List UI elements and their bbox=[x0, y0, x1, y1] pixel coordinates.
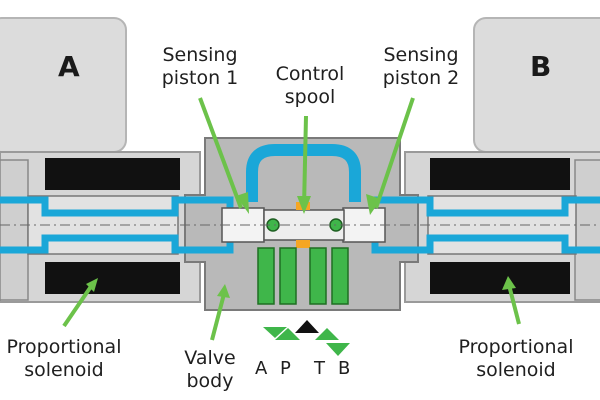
proportional-solenoid-left-label: Proportional solenoid bbox=[0, 336, 134, 382]
port-label-b: B bbox=[338, 358, 351, 379]
proportional-solenoid-left-line-2: solenoid bbox=[24, 359, 104, 381]
left-coil-top bbox=[45, 158, 180, 190]
left-side-plate bbox=[0, 159, 29, 301]
control-spool-line-1: Control bbox=[275, 63, 345, 85]
right-side-plate bbox=[574, 159, 600, 301]
proportional-solenoid-right-line-1: Proportional bbox=[458, 336, 574, 358]
left-coil-bottom bbox=[45, 262, 180, 294]
sensing-piston-1-label: Sensing piston 1 bbox=[150, 44, 250, 90]
control-spool-label: Control spool bbox=[265, 63, 355, 109]
port-channel-b bbox=[331, 247, 349, 305]
port-arrow-p bbox=[275, 328, 300, 340]
arrow-right-solenoid bbox=[507, 284, 521, 325]
sensing-piston-2-line-1: Sensing bbox=[383, 44, 459, 66]
port-arrow-t2 bbox=[315, 328, 339, 340]
solenoid-b-label: B bbox=[530, 50, 552, 83]
arrow-sensing-piston-2 bbox=[374, 97, 415, 209]
solenoid-a-label: A bbox=[58, 50, 80, 83]
port-label-p: P bbox=[280, 358, 291, 379]
port-arrow-b bbox=[326, 343, 350, 356]
sensing-piston-2-line-2: piston 2 bbox=[382, 67, 460, 89]
arrow-left-solenoid bbox=[62, 283, 94, 328]
port-channel-p bbox=[279, 247, 297, 305]
arrow-sensing-piston-1 bbox=[198, 97, 243, 209]
port-label-a: A bbox=[255, 358, 268, 379]
proportional-solenoid-right-line-2: solenoid bbox=[476, 359, 556, 381]
sensing-piston-1-line-1: Sensing bbox=[162, 44, 238, 66]
port-channel-a bbox=[257, 247, 275, 305]
solenoid-b-housing bbox=[473, 17, 600, 153]
spool-land-bottom bbox=[296, 240, 310, 248]
port-channel-t bbox=[309, 247, 327, 305]
port-label-t: T bbox=[314, 358, 325, 379]
arrowhead-right-solenoid bbox=[502, 276, 516, 290]
left-armature bbox=[27, 195, 179, 255]
callout-arrows bbox=[62, 97, 521, 341]
right-coil-bottom bbox=[430, 262, 570, 294]
right-coil-top bbox=[430, 158, 570, 190]
valve-body-line-2: body bbox=[186, 370, 234, 392]
solenoid-a-housing bbox=[0, 17, 127, 153]
valve-body-label: Valve body bbox=[178, 347, 242, 393]
arrowhead-sensing-piston-2 bbox=[366, 194, 381, 215]
sensing-piston-1-line-2: piston 1 bbox=[161, 67, 239, 89]
arrowhead-left-solenoid bbox=[86, 278, 98, 292]
port-arrow-t bbox=[295, 320, 319, 333]
arrowhead-sensing-piston-1 bbox=[236, 192, 249, 214]
arrow-control-spool bbox=[302, 115, 308, 209]
valve-body-line-1: Valve bbox=[184, 347, 236, 369]
sensing-piston-2-label: Sensing piston 2 bbox=[366, 44, 476, 90]
control-spool-line-2: spool bbox=[284, 86, 336, 108]
arrow-valve-body bbox=[210, 293, 226, 341]
proportional-solenoid-right-label: Proportional solenoid bbox=[446, 336, 586, 382]
arrowhead-control-spool bbox=[297, 196, 311, 214]
arrowhead-valve-body bbox=[217, 284, 230, 298]
proportional-solenoid-left-line-1: Proportional bbox=[6, 336, 122, 358]
port-arrow-a bbox=[263, 327, 287, 338]
